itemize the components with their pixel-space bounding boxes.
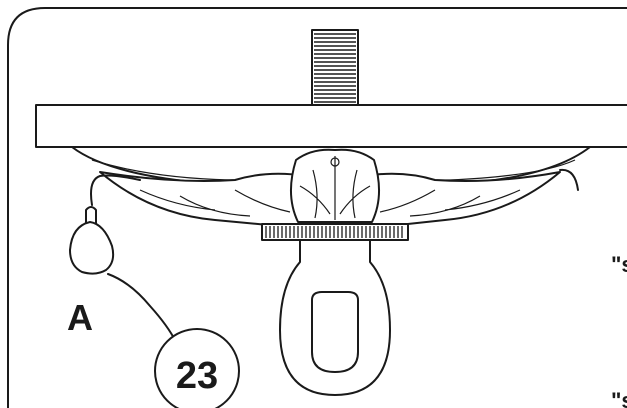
edge-text-bottom: "s [611, 388, 627, 408]
step-number: 23 [176, 355, 218, 397]
leaf-decoration [99, 148, 561, 229]
part-label-a: A [67, 297, 93, 338]
pull-tag-wire [69, 168, 579, 343]
tag-a-shape [69, 221, 115, 275]
mounting-plate [35, 104, 627, 148]
figure-frame [7, 7, 627, 408]
knurled-ring [261, 223, 409, 241]
edge-text-top: "s [611, 252, 627, 277]
eye-hook [279, 239, 391, 396]
step-number-circle [154, 328, 240, 408]
threaded-rod [311, 29, 359, 107]
